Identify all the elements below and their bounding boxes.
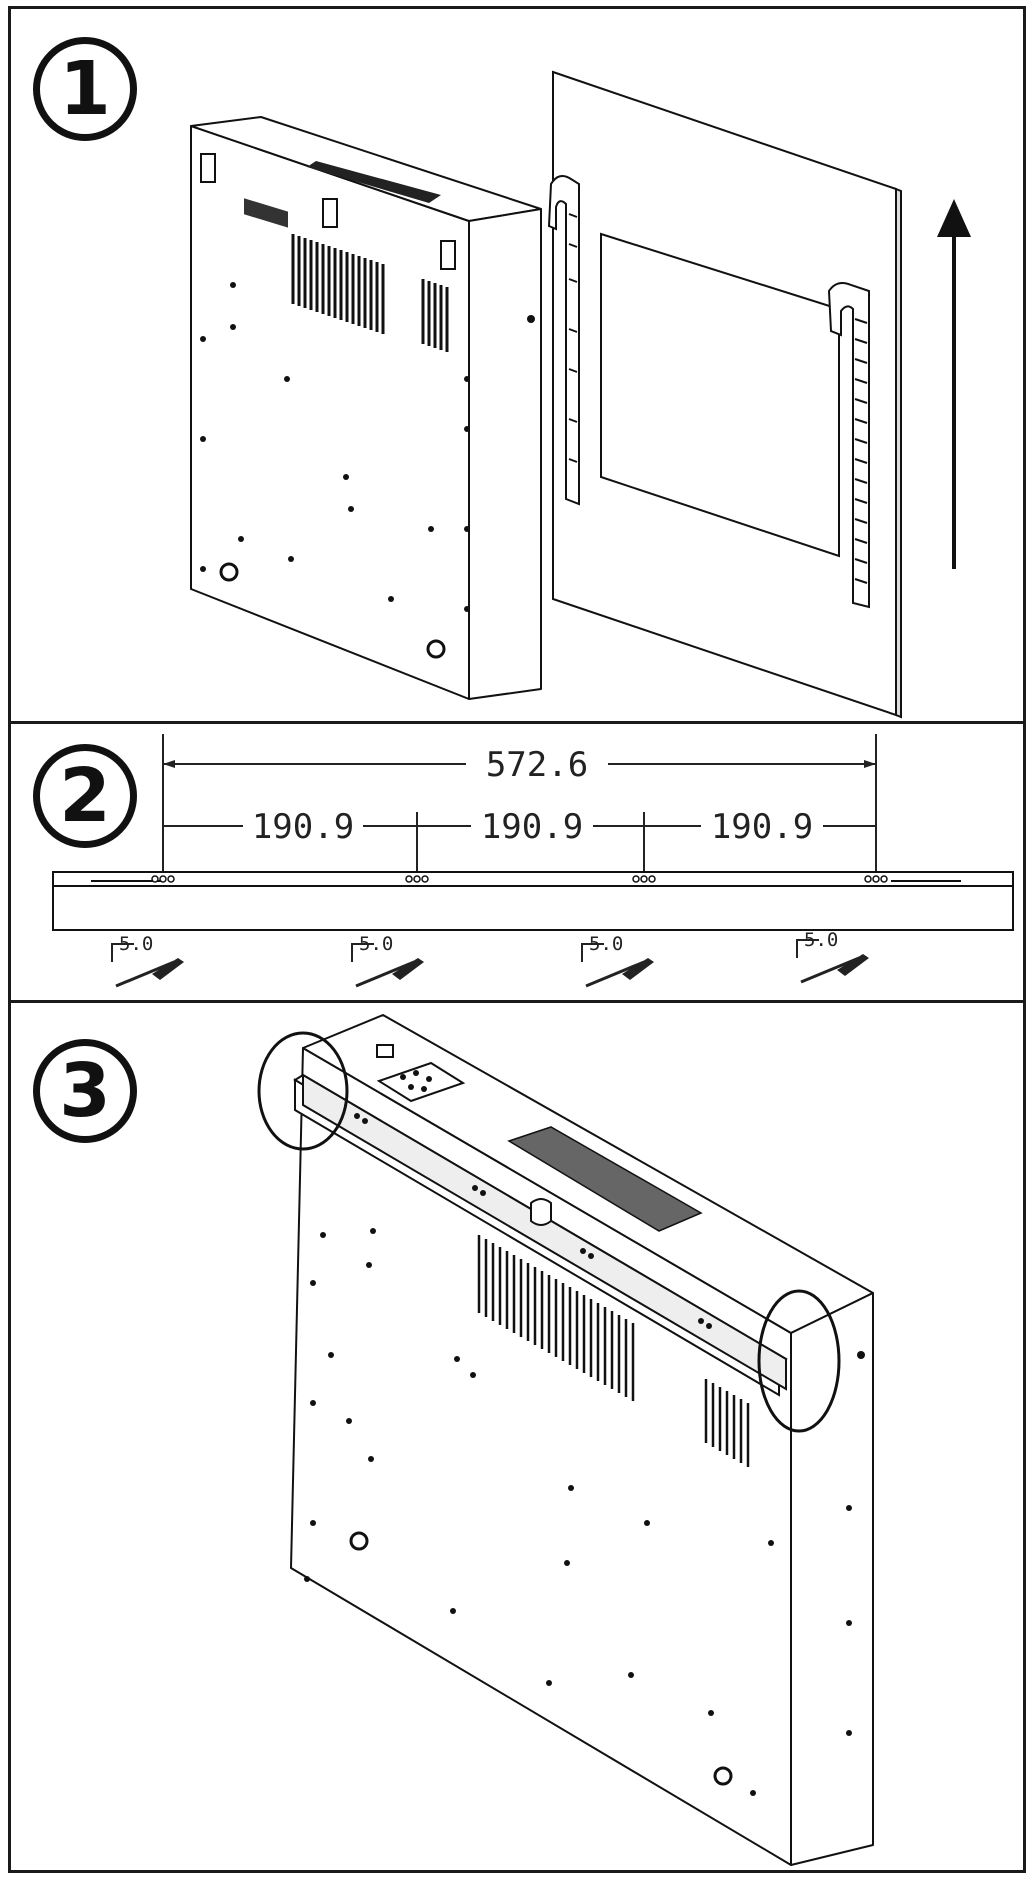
back-vent-grille-large	[477, 1235, 635, 1401]
screw-anchor-4	[796, 939, 869, 984]
spacing-dimension-label-2: 190.9	[481, 807, 583, 847]
screw-anchor-2	[351, 943, 424, 988]
back-vent-grille-small	[421, 279, 449, 352]
top-control-panel	[376, 1044, 466, 1103]
rail-center-hook	[530, 1198, 552, 1226]
spacing-dimension-lines	[163, 812, 876, 874]
back-vent-grille-small	[704, 1379, 750, 1467]
lift-direction-arrow	[937, 199, 971, 569]
step-2-illustration: 572.6 190.9 190.9 190.9	[52, 734, 1014, 988]
wall-mounting-rail	[52, 871, 1014, 931]
back-panel-knob-right	[713, 1766, 733, 1786]
spacing-dimension-label-3: 190.9	[711, 807, 813, 847]
rail-screws	[354, 1113, 712, 1329]
overall-dimension-label: 572.6	[486, 745, 588, 785]
back-panel-knob-right	[426, 639, 446, 659]
screw-size-label-2: 5.0	[359, 933, 393, 955]
back-panel-screws	[304, 1228, 852, 1796]
screw-anchor-1	[111, 943, 184, 988]
back-panel-knob-left	[219, 562, 239, 582]
right-wall-bracket	[827, 282, 870, 609]
screw-anchor-3	[581, 943, 654, 988]
back-vent-grille	[291, 234, 385, 334]
wall-opening	[600, 232, 840, 558]
step-1-number: 1	[33, 37, 137, 141]
step-1-panel: 1	[8, 6, 1026, 724]
fireplace-unit-side	[468, 208, 542, 700]
screw-size-label-4: 5.0	[804, 929, 838, 951]
top-vent-grille	[507, 1126, 703, 1232]
top-vent	[307, 161, 441, 203]
overall-dimension-line	[162, 734, 877, 874]
back-panel-screws	[200, 282, 470, 612]
step-3-illustration	[257, 1014, 874, 1866]
step-1-illustration	[190, 70, 971, 719]
left-wall-bracket	[547, 174, 580, 506]
step-2-panel: 2 572.6 190.9 190.9 190.9	[8, 721, 1026, 1003]
fireplace-unit-side	[790, 1292, 874, 1866]
screw-size-label-1: 5.0	[119, 933, 153, 955]
back-panel-knob-left	[349, 1531, 369, 1551]
step-3-panel: 3	[8, 1000, 1026, 1873]
rail-mounting-holes	[151, 875, 888, 883]
step-3-number: 3	[33, 1039, 137, 1143]
detail-circle-left	[257, 1031, 349, 1151]
detail-circle-right	[757, 1289, 841, 1433]
step-2-number: 2	[33, 744, 137, 848]
screw-size-label-3: 5.0	[589, 933, 623, 955]
top-hangers	[200, 153, 456, 270]
top-control-box	[244, 198, 288, 228]
spacing-dimension-label-1: 190.9	[252, 807, 354, 847]
